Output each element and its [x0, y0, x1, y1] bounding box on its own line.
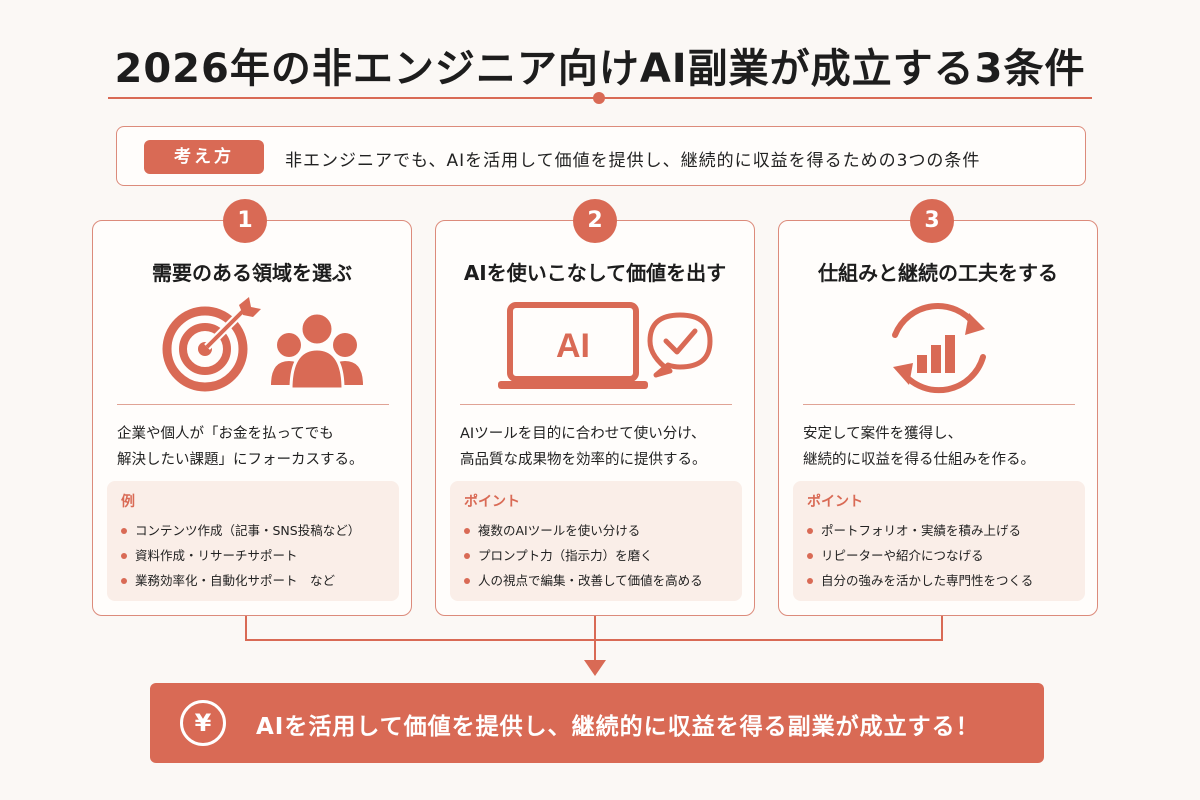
card-title: 需要のある領域を選ぶ [152, 261, 352, 285]
step-number-1: 1 [223, 199, 267, 243]
box-label: ポイント [464, 494, 520, 510]
arrow-down-icon [584, 660, 606, 676]
desc-line: AIツールを目的に合わせて使い分け、 [460, 426, 706, 442]
desc-line: 継続的に収益を得る仕組みを作る。 [803, 452, 1035, 468]
list-item: 複数のAIツールを使い分ける [464, 518, 728, 543]
step-number-3: 3 [910, 199, 954, 243]
bullet-icon [807, 528, 813, 534]
check-bubble-icon [647, 312, 713, 378]
card-description: 安定して案件を獲得し、 継続的に収益を得る仕組みを作る。 [803, 421, 1083, 473]
target-arrow-icon [162, 297, 261, 392]
step-number-2: 2 [573, 199, 617, 243]
bullet-icon [464, 578, 470, 584]
bullet-icon [121, 553, 127, 559]
list-item: ポートフォリオ・実績を積み上げる [807, 518, 1071, 543]
desc-line: 解決したい課題」にフォーカスする。 [117, 452, 364, 468]
concept-text: 非エンジニアでも、AIを活用して価値を提供し、継続的に収益を得るための3つの条件 [285, 151, 981, 171]
growth-cycle-icon [892, 302, 986, 394]
list-item: プロンプト力（指示力）を磨く [464, 543, 728, 568]
ai-laptop-icon: AI [498, 302, 648, 389]
concept-banner: 考え方 非エンジニアでも、AIを活用して価値を提供し、継続的に収益を得るための3… [116, 126, 1086, 186]
title-divider-dot [593, 92, 605, 104]
card-title: 仕組みと継続の工夫をする [818, 261, 1058, 285]
card-description: AIツールを目的に合わせて使い分け、 高品質な成果物を効率的に提供する。 [460, 421, 740, 473]
bullet-icon [464, 528, 470, 534]
list-item: 自分の強みを活かした専門性をつくる [807, 568, 1071, 593]
ai-label: AI [556, 327, 590, 365]
list-item: 資料作成・リサーチサポート [121, 543, 385, 568]
card-divider [117, 404, 389, 405]
points-box: ポイント 複数のAIツールを使い分ける プロンプト力（指示力）を磨く 人の視点で… [450, 481, 742, 601]
bullet-icon [121, 528, 127, 534]
list-item: 業務効率化・自動化サポート など [121, 568, 385, 593]
desc-line: 企業や個人が「お金を払ってでも [117, 426, 334, 442]
bullet-icon [121, 578, 127, 584]
card-description: 企業や個人が「お金を払ってでも 解決したい課題」にフォーカスする。 [117, 421, 397, 473]
points-box: ポイント ポートフォリオ・実績を積み上げる リピーターや紹介につなげる 自分の強… [793, 481, 1085, 601]
concept-tag: 考え方 [144, 140, 264, 174]
page-title: 2026年の非エンジニア向けAI副業が成立する3条件 [114, 46, 1086, 92]
bullet-icon [807, 553, 813, 559]
list-item: コンテンツ作成（記事・SNS投稿など） [121, 518, 385, 543]
desc-line: 安定して案件を獲得し、 [803, 426, 963, 442]
result-text: AIを活用して価値を提供し、継続的に収益を得る副業が成立する！ [256, 714, 980, 740]
box-label: ポイント [807, 494, 863, 510]
list-item: リピーターや紹介につなげる [807, 543, 1071, 568]
desc-line: 高品質な成果物を効率的に提供する。 [460, 452, 707, 468]
list-item: 人の視点で編集・改善して価値を高める [464, 568, 728, 593]
condition-card-2: AIを使いこなして価値を出す AI AIツールを目的に合わせて使い分け、 高品質… [435, 220, 755, 616]
card-title: AIを使いこなして価値を出す [463, 261, 727, 285]
condition-card-3: 仕組みと継続の工夫をする 安定して案件を獲得し、 継続的に収益を得る仕組みを作る… [778, 220, 1098, 616]
result-banner: ¥ AIを活用して価値を提供し、継続的に収益を得る副業が成立する！ [150, 683, 1044, 763]
examples-box: 例 コンテンツ作成（記事・SNS投稿など） 資料作成・リサーチサポート 業務効率… [107, 481, 399, 601]
condition-card-1: 需要のある領域を選ぶ 企業や個人が「お金を払ってでも 解決したい課題 [92, 220, 412, 616]
yen-icon: ¥ [180, 700, 226, 746]
card-divider [460, 404, 732, 405]
box-label: 例 [121, 494, 135, 510]
card-divider [803, 404, 1075, 405]
bullet-icon [807, 578, 813, 584]
people-icon [271, 311, 363, 391]
bullet-icon [464, 553, 470, 559]
